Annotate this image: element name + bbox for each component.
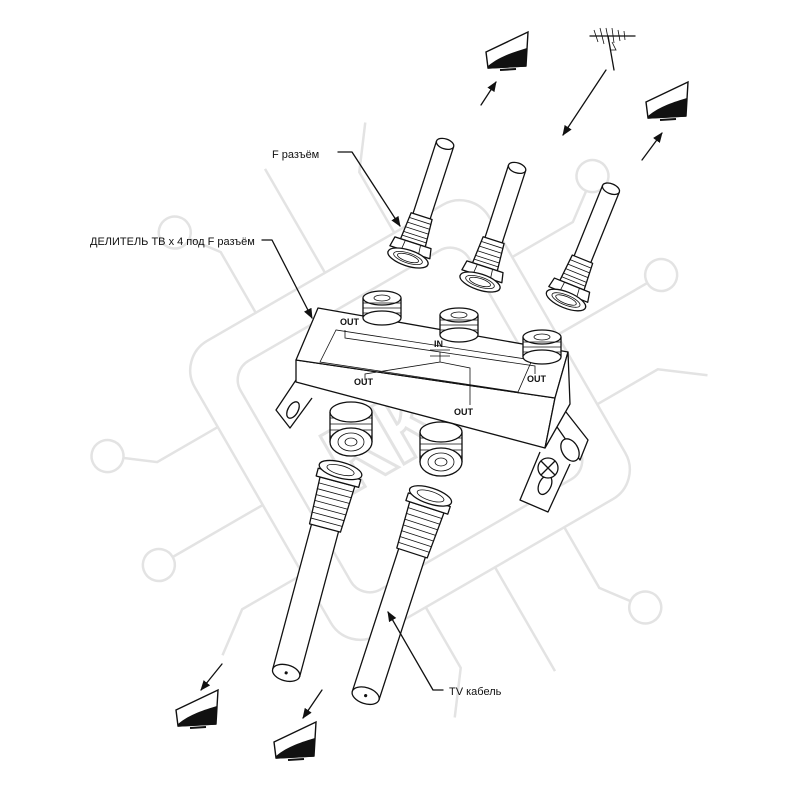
f-port-in [439,307,479,343]
f-connector-icon [542,175,633,316]
tv-screen-icon [175,689,219,729]
cable-icon [262,455,365,687]
arrow-icon [387,611,444,691]
cable-icon [341,480,455,711]
f-connector-icon [456,155,540,297]
splitter-body: OUT IN OUT OUT OUT [275,307,589,513]
f-port-out [362,290,402,326]
arrow-icon [200,663,223,691]
port-label-out: OUT [340,317,360,327]
arrow-icon [641,132,663,161]
arrow-icon [480,81,497,106]
label-tv-cable: TV кабель [449,686,502,698]
antenna-icon [589,27,636,71]
port-label-out: OUT [527,374,547,384]
tv-screen-icon [645,81,689,121]
f-port-out [329,401,373,457]
f-port-out [522,329,562,365]
f-connector-icon [384,131,468,273]
f-port-out [419,421,463,477]
arrow-icon [337,151,401,227]
tv-screen-icon [273,721,317,761]
port-label-out: OUT [354,377,374,387]
label-f-connector: F разъём [272,149,319,161]
arrow-icon [261,239,313,319]
port-label-out: OUT [454,407,474,417]
arrow-icon [562,69,607,136]
arrow-icon [302,689,323,719]
tv-screen-icon [485,31,529,71]
label-splitter: ДЕЛИТЕЛЬ ТВ х 4 под F разъём [90,236,255,248]
port-label-in: IN [434,339,443,349]
